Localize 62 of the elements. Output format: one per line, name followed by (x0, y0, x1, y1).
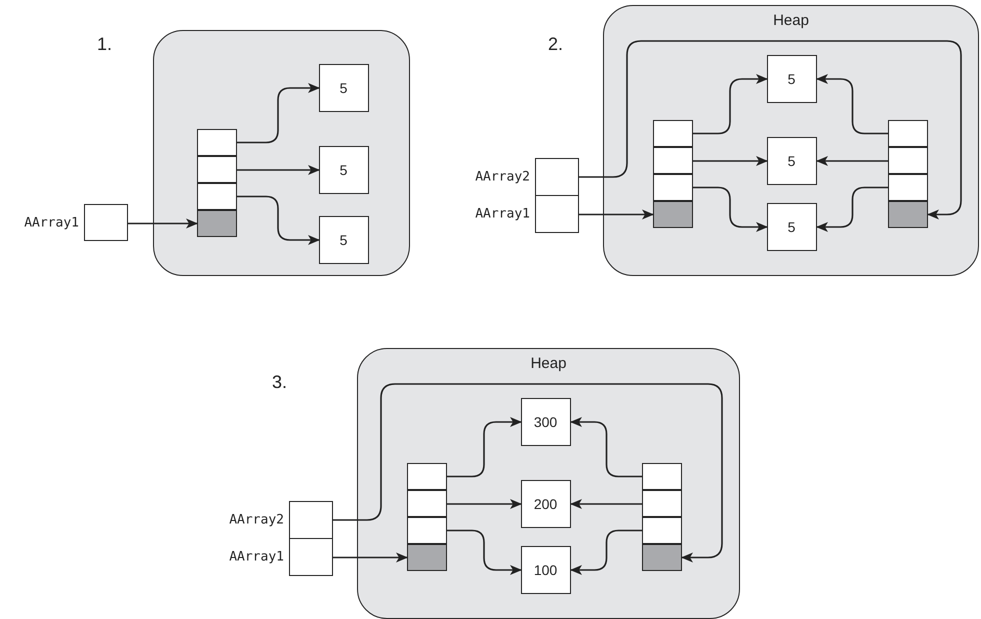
array-header-cell (196, 210, 236, 236)
arrow (333, 552, 408, 562)
arrow (579, 40, 962, 220)
array-cell (642, 516, 682, 544)
value-box: 5 (318, 146, 368, 194)
heap-label: Heap (530, 355, 568, 372)
value-box: 5 (766, 202, 816, 250)
array-header-cell (652, 200, 692, 228)
arrow (237, 83, 320, 144)
array-header-cell (888, 200, 928, 228)
array-cell (196, 182, 236, 210)
arrow (570, 417, 642, 478)
value-box: 300 (520, 398, 570, 446)
value-box: 5 (766, 54, 816, 102)
arrow (128, 218, 198, 228)
array-cell (888, 174, 928, 200)
step-number: 2. (548, 34, 564, 55)
arrow (693, 74, 768, 134)
heap-region (357, 348, 740, 619)
arrow (447, 417, 522, 478)
array-cell (652, 120, 692, 146)
variable-label: AArray1 (475, 206, 530, 222)
variable-label: AArray2 (475, 170, 530, 184)
value-box: 100 (520, 546, 570, 594)
array-cell (652, 146, 692, 174)
arrow (447, 530, 522, 575)
array-cell (888, 146, 928, 174)
array-cell (642, 490, 682, 516)
value-box: 5 (766, 136, 816, 184)
heap-region (603, 5, 979, 276)
array-cell (406, 490, 446, 516)
variable-label: AArray2 (229, 512, 284, 528)
array-cell (406, 516, 446, 544)
array-cell (652, 174, 692, 200)
arrow (447, 499, 522, 509)
arrow (333, 383, 723, 562)
arrow (579, 210, 654, 220)
arrow (237, 165, 320, 175)
step-number: 3. (272, 372, 288, 393)
array-cell (196, 128, 236, 156)
arrow (570, 499, 642, 509)
value-box: 200 (520, 480, 570, 528)
arrow (816, 156, 888, 166)
arrow (693, 186, 768, 232)
array-header-cell (642, 544, 682, 570)
variable-label: AArray1 (229, 550, 284, 564)
value-box: 5 (318, 64, 368, 112)
arrow (693, 156, 768, 166)
arrow (570, 530, 642, 575)
array-cell (196, 156, 236, 182)
array-cell (888, 120, 928, 146)
arrow (816, 186, 888, 232)
array-header-cell (406, 544, 446, 570)
step-number: 1. (97, 34, 112, 55)
heap-region (153, 30, 410, 276)
value-box: 5 (318, 216, 368, 264)
variable-label: AArray1 (24, 215, 79, 230)
heap-label: Heap (772, 12, 810, 29)
arrow (237, 196, 320, 245)
array-cell (642, 462, 682, 490)
array-cell (406, 462, 446, 490)
arrow (816, 74, 888, 134)
